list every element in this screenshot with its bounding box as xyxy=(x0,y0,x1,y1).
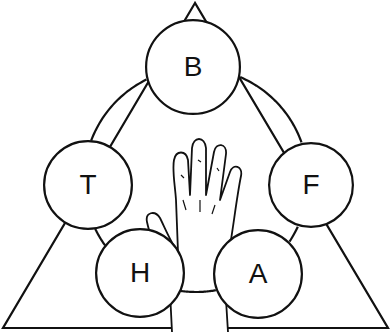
letter-circle: H xyxy=(95,228,185,318)
letter-circle: F xyxy=(268,142,354,228)
circle-letter: H xyxy=(130,259,150,287)
circle-shape xyxy=(44,141,132,229)
ring-arc xyxy=(289,227,297,242)
letter-circle: B xyxy=(145,19,241,115)
circle-shape xyxy=(96,229,184,317)
letter-circle: T xyxy=(43,140,133,230)
ring-arc xyxy=(95,229,105,246)
ring-arc xyxy=(91,80,146,141)
circle-shape xyxy=(269,143,353,227)
circle-shape xyxy=(146,20,240,114)
circle-shape xyxy=(214,230,302,318)
circle-letter: B xyxy=(184,53,203,81)
letter-circle: A xyxy=(213,229,303,319)
ring-arc xyxy=(240,77,301,142)
knuckle-lines xyxy=(181,160,219,214)
ring-arc xyxy=(181,290,216,292)
circle-letter: F xyxy=(302,171,319,199)
circle-letter: A xyxy=(249,260,268,288)
circle-letter: T xyxy=(79,171,96,199)
